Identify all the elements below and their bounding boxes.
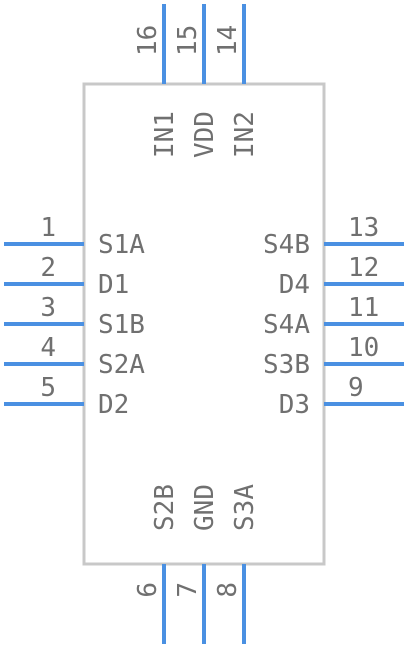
pin-label-s4b: S4B	[263, 230, 310, 260]
pin-number-6: 6	[133, 582, 163, 598]
pin-label-d1: D1	[98, 270, 129, 300]
pin-label-d3: D3	[279, 390, 310, 420]
pin-label-d4: D4	[279, 270, 310, 300]
pin-label-s2b: S2B	[150, 484, 180, 531]
pin-label-in1: IN1	[150, 111, 180, 158]
pin-number-8: 8	[213, 582, 243, 598]
pin-label-d2: D2	[98, 390, 129, 420]
pin-number-7: 7	[173, 582, 203, 598]
pin-label-s2a: S2A	[98, 350, 145, 380]
pin-number-1: 1	[40, 213, 56, 243]
pin-number-12: 12	[348, 253, 379, 283]
pin-number-2: 2	[40, 253, 56, 283]
pin-number-13: 13	[348, 213, 379, 243]
pin-number-11: 11	[348, 293, 379, 323]
pin-label-gnd: GND	[190, 484, 220, 531]
pin-label-s1a: S1A	[98, 230, 145, 260]
pin-label-s3a: S3A	[230, 484, 260, 531]
pin-label-vdd: VDD	[190, 111, 220, 158]
pin-number-4: 4	[40, 333, 56, 363]
pin-number-16: 16	[133, 25, 163, 56]
pin-label-s1b: S1B	[98, 310, 145, 340]
pin-number-10: 10	[348, 333, 379, 363]
pin-number-15: 15	[173, 25, 203, 56]
pin-label-in2: IN2	[230, 111, 260, 158]
pin-number-5: 5	[40, 373, 56, 403]
pin-number-9: 9	[348, 373, 364, 403]
pin-label-s3b: S3B	[263, 350, 310, 380]
pin-number-3: 3	[40, 293, 56, 323]
pin-number-14: 14	[213, 25, 243, 56]
pin-label-s4a: S4A	[263, 310, 310, 340]
